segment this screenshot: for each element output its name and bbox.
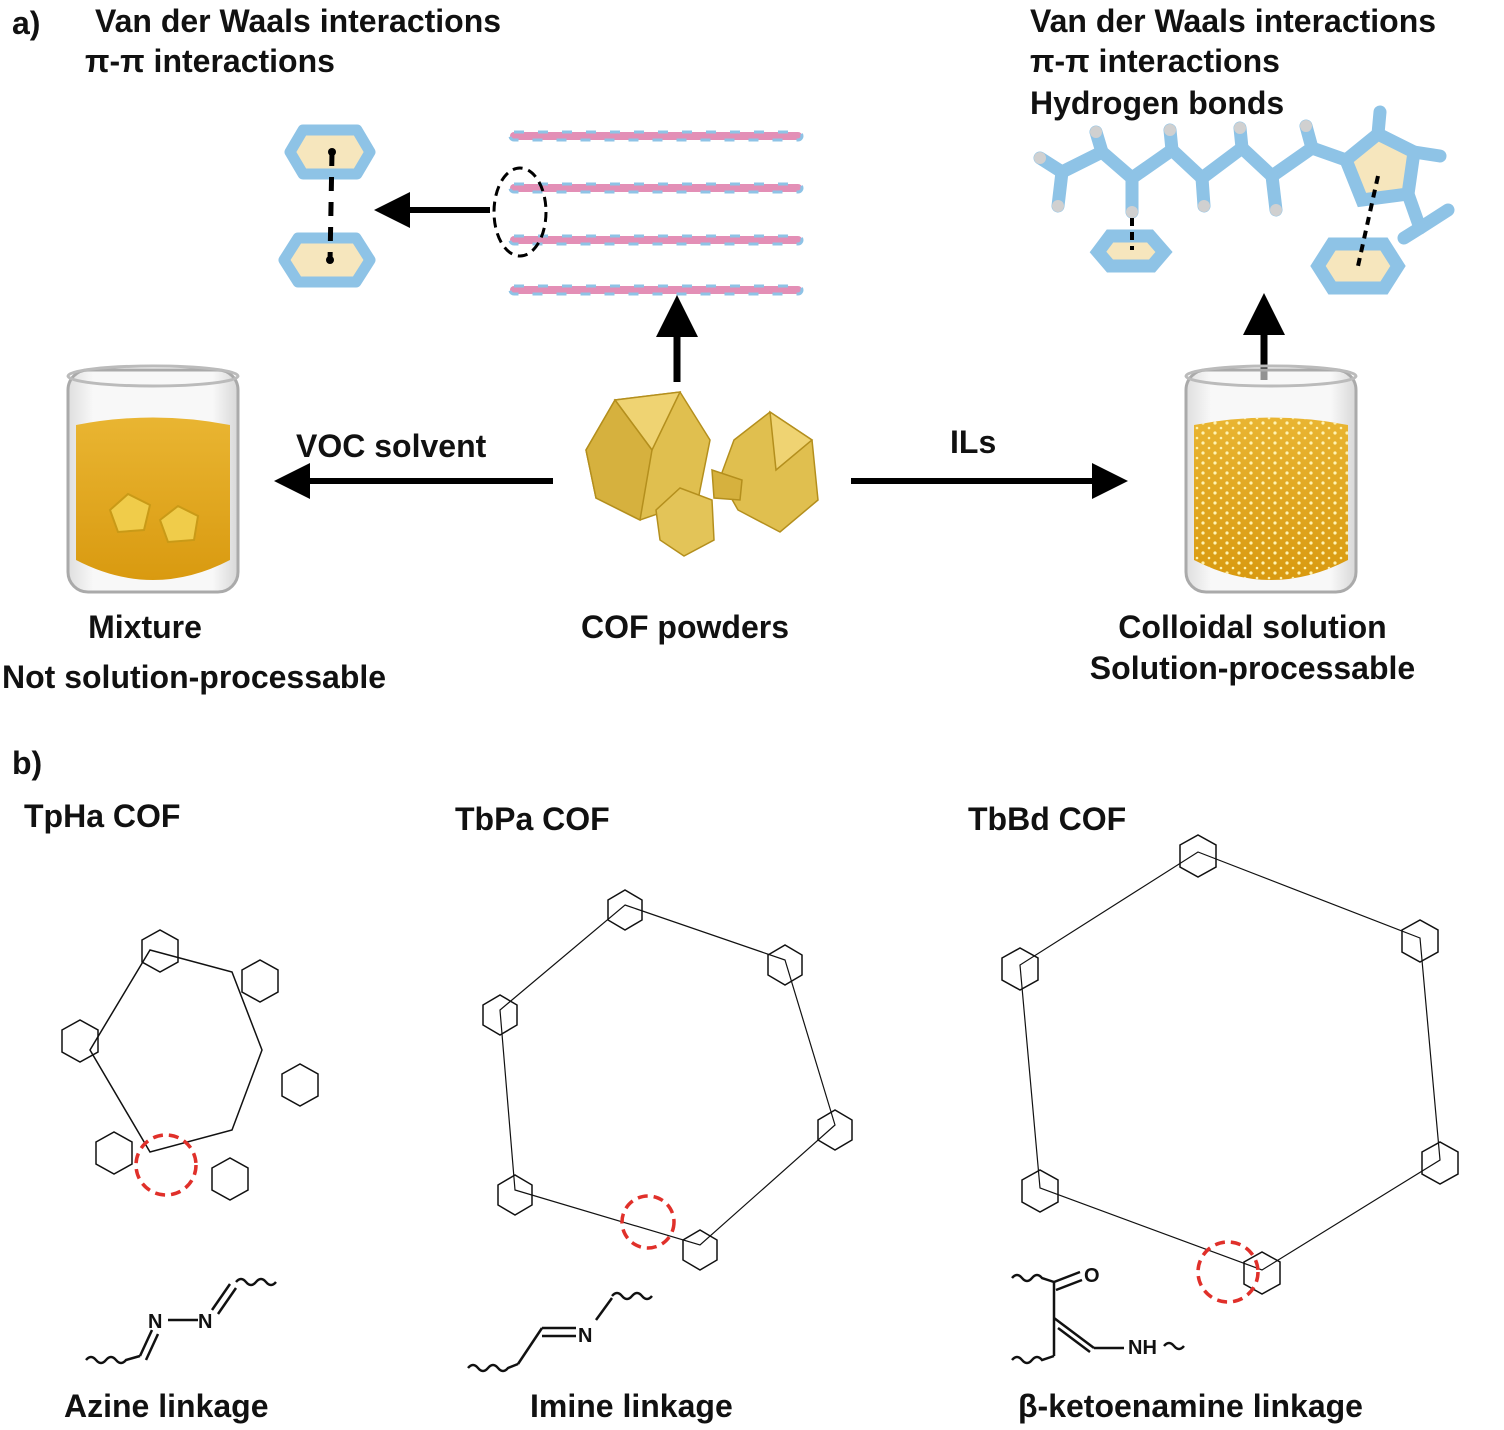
processable-caption: Solution-processable xyxy=(1089,650,1416,686)
cof-powders-caption: COF powders xyxy=(580,609,789,645)
voc-solvent-label: VOC solvent xyxy=(296,428,487,464)
azine-n2: N xyxy=(198,1311,212,1333)
tbpa-highlight xyxy=(620,1194,676,1250)
tpha-structure xyxy=(61,929,319,1201)
ketoenamine-linkage-label: β-ketoenamine linkage xyxy=(1018,1388,1363,1424)
imine-n: N xyxy=(578,1325,592,1347)
tbbd-structure xyxy=(1001,834,1459,1304)
right-hbond-label: Hydrogen bonds xyxy=(1030,85,1285,121)
cof-powder-crystals xyxy=(585,391,819,557)
ketoenamine-nh: NH xyxy=(1128,1337,1157,1359)
imine-linkage-label: Imine linkage xyxy=(530,1388,733,1424)
ionic-interaction-dashes xyxy=(1130,175,1380,267)
not-processable-caption: Not solution-processable xyxy=(2,659,387,695)
hydrogen-atoms xyxy=(1034,120,1312,218)
tpha-highlight xyxy=(134,1133,198,1197)
azine-n1: N xyxy=(148,1311,162,1333)
colloidal-caption: Colloidal solution xyxy=(1118,609,1387,645)
right-vdw-label: Van der Waals interactions xyxy=(1030,3,1437,39)
right-pi-pi-label: π-π interactions xyxy=(1030,43,1280,79)
colloid-beaker xyxy=(1184,364,1358,594)
imine-linkage-structure xyxy=(467,1291,653,1373)
tbpa-structure xyxy=(482,889,853,1271)
ketoenamine-o: O xyxy=(1084,1265,1100,1287)
azine-linkage-structure xyxy=(85,1277,277,1365)
tbpa-title: TbPa COF xyxy=(455,801,610,837)
pi-stack-rings xyxy=(278,124,376,288)
panel-b-label: b) xyxy=(12,745,43,781)
panel-a-label: a) xyxy=(12,5,41,41)
cof-layers xyxy=(492,130,804,296)
ionic-liquid-molecule xyxy=(1033,105,1455,295)
tpha-title: TpHa COF xyxy=(24,798,181,834)
ketoenamine-linkage-structure xyxy=(1011,1270,1185,1365)
interlayer-highlight xyxy=(492,166,548,258)
left-pi-pi-label: π-π interactions xyxy=(85,43,335,79)
ils-label: ILs xyxy=(950,424,997,460)
left-vdw-label: Van der Waals interactions xyxy=(95,3,502,39)
azine-linkage-label: Azine linkage xyxy=(64,1388,269,1424)
tbbd-title: TbBd COF xyxy=(968,801,1127,837)
mixture-beaker xyxy=(66,364,240,594)
mixture-caption: Mixture xyxy=(88,609,202,645)
tbbd-highlight xyxy=(1196,1240,1260,1304)
